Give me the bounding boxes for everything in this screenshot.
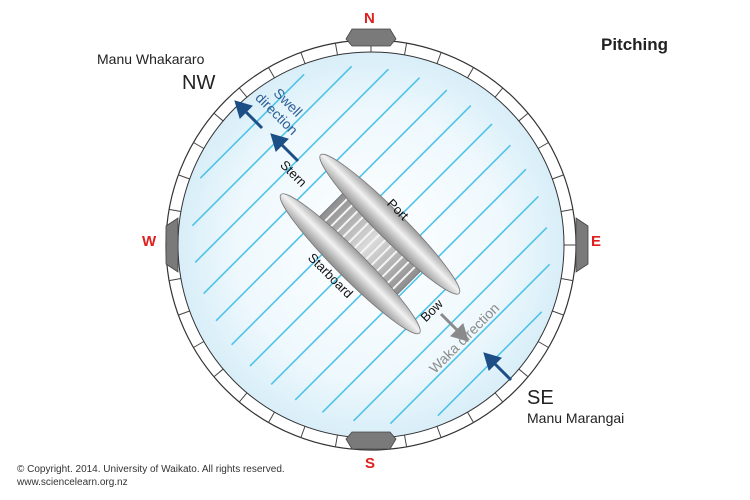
- ring-tick: [560, 208, 573, 212]
- ring-tick: [169, 208, 182, 212]
- ring-tick: [552, 174, 564, 180]
- deck-slat: [356, 230, 384, 258]
- deck-slat: [350, 224, 378, 252]
- ring-tick: [238, 87, 248, 98]
- ring-tick: [268, 411, 275, 423]
- ring-tick: [404, 434, 408, 447]
- swell-line: [191, 65, 353, 227]
- cardinal-markers: [165, 28, 589, 450]
- south-marker: [345, 431, 397, 450]
- port-hull: [319, 153, 461, 295]
- ring-tick: [169, 278, 182, 282]
- swell-line: [203, 77, 421, 295]
- ring-tick: [178, 310, 190, 316]
- starboard-hull: [279, 193, 421, 335]
- nw-wind-name: Manu Whakararo: [97, 51, 205, 67]
- website-url: www.sciencelearn.org.nz: [17, 477, 128, 488]
- ring-tick: [436, 52, 442, 64]
- deck-slat: [384, 258, 412, 286]
- deck-slat: [373, 247, 401, 275]
- ring-tick: [300, 52, 306, 64]
- se-wind-direction: SE: [527, 387, 554, 409]
- east-marker: [575, 217, 589, 273]
- deck-slat: [379, 253, 407, 281]
- ring-tick: [300, 426, 306, 438]
- ring-tick: [213, 112, 224, 122]
- deck-slat: [345, 219, 373, 247]
- ring-tick: [334, 43, 338, 56]
- swell-arrow-3: [483, 352, 513, 382]
- swell-line: [294, 168, 527, 401]
- north-marker: [345, 28, 397, 47]
- west-label: W: [142, 233, 157, 250]
- waka-direction-arrow: [439, 312, 469, 342]
- se-wind-name: Manu Marangai: [527, 410, 625, 426]
- swell-line: [389, 263, 551, 425]
- ring-tick: [467, 411, 474, 423]
- ring-tick: [537, 341, 549, 348]
- deck-slat: [322, 196, 350, 224]
- ring-tick: [552, 310, 564, 316]
- swell-arrow-2: [270, 133, 300, 163]
- swell-arrow-1: [234, 100, 264, 130]
- ring-tick: [238, 392, 248, 403]
- east-label: E: [591, 233, 602, 250]
- nw-wind-direction: NW: [182, 72, 216, 94]
- ring-tick: [334, 434, 338, 447]
- ring-tick: [178, 174, 190, 180]
- deck-slat: [328, 202, 356, 230]
- ring-tick: [268, 67, 275, 79]
- waka: [279, 153, 461, 335]
- deck-slat: [339, 213, 367, 241]
- deck-slat: [333, 207, 361, 235]
- swell-line: [321, 195, 539, 413]
- south-label: S: [365, 455, 376, 472]
- ring-tick: [494, 392, 504, 403]
- west-marker: [165, 217, 179, 273]
- swell-line: [199, 73, 305, 179]
- swell-line: [194, 68, 389, 263]
- ring-tick: [436, 426, 442, 438]
- diagram-title: Pitching: [601, 35, 669, 54]
- ring-tick: [404, 43, 408, 56]
- ring-tick: [193, 341, 205, 348]
- ring-tick: [467, 67, 474, 79]
- swell-arrows: [234, 100, 513, 382]
- ring-tick: [518, 112, 529, 122]
- ring-tick: [213, 368, 224, 378]
- deck-slat: [390, 264, 418, 292]
- north-label: N: [364, 10, 375, 27]
- deck-slat: [367, 241, 395, 269]
- deck-slat: [362, 236, 390, 264]
- ring-tick: [537, 142, 549, 149]
- ring-tick: [193, 142, 205, 149]
- ring-tick: [560, 278, 573, 282]
- copyright-text: © Copyright. 2014. University of Waikato…: [17, 464, 285, 475]
- ring-tick: [494, 87, 504, 98]
- ring-tick: [518, 368, 529, 378]
